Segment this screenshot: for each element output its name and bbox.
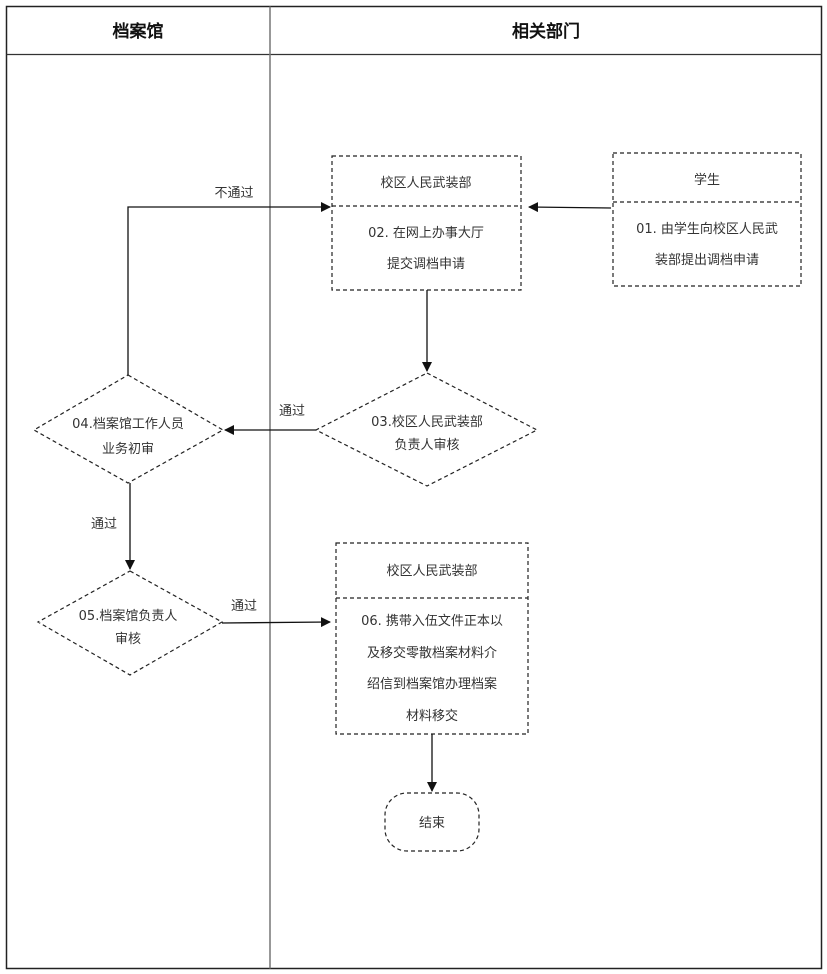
lane-header-departments: 相关部门 (512, 21, 580, 42)
node-02-header: 校区人民武装部 (380, 175, 471, 191)
edge-05-06-label: 通过 (231, 599, 257, 614)
node-04-line-2: 业务初审 (102, 441, 154, 457)
node-04-initial-review: 04.档案馆工作人员 业务初审 (32, 374, 225, 484)
node-01-line-2: 装部提出调档申请 (655, 252, 759, 268)
node-03-line-1: 03.校区人民武装部 (371, 414, 483, 430)
edge-04-02-label: 不通过 (214, 186, 253, 201)
node-06-line-3: 绍信到档案馆办理档案 (367, 677, 497, 692)
node-02-line-1: 02. 在网上办事大厅 (368, 226, 484, 241)
node-06-header: 校区人民武装部 (386, 563, 477, 579)
node-05-line-1: 05.档案馆负责人 (79, 609, 178, 624)
node-04-line-1: 04.档案馆工作人员 (72, 417, 184, 432)
lane-header-archives: 档案馆 (113, 21, 164, 42)
node-06-line-2: 及移交零散档案材料介 (367, 645, 497, 661)
node-01-header: 学生 (694, 172, 720, 188)
edge-03-04-label: 通过 (279, 404, 305, 419)
node-02-line-2: 提交调档申请 (387, 256, 465, 272)
node-01-line-1: 01. 由学生向校区人民武 (636, 221, 778, 237)
node-05-line-2: 审核 (115, 632, 141, 647)
node-06-line-4: 材料移交 (406, 708, 458, 724)
node-03-line-2: 负责人审核 (394, 438, 459, 453)
node-02-online-submit: 校区人民武装部 02. 在网上办事大厅 提交调档申请 (331, 155, 522, 291)
node-06-material-transfer: 校区人民武装部 06. 携带入伍文件正本以 及移交零散档案材料介 绍信到档案馆办… (335, 542, 529, 735)
swimlane-table (5, 5, 823, 970)
node-06-line-1: 06. 携带入伍文件正本以 (361, 613, 503, 629)
node-05-head-review: 05.档案馆负责人 审核 (36, 570, 224, 676)
edge-04-to-02-reject (127, 202, 331, 375)
node-03-dept-review: 03.校区人民武装部 负责人审核 (314, 372, 539, 487)
edge-04-05-label: 通过 (91, 517, 117, 532)
end-label: 结束 (419, 816, 445, 831)
node-01-student-request: 学生 01. 由学生向校区人民武 装部提出调档申请 (612, 152, 802, 287)
edge-01-to-02 (528, 202, 612, 213)
node-end: 结束 (384, 792, 480, 852)
edge-05-to-06 (221, 617, 331, 628)
